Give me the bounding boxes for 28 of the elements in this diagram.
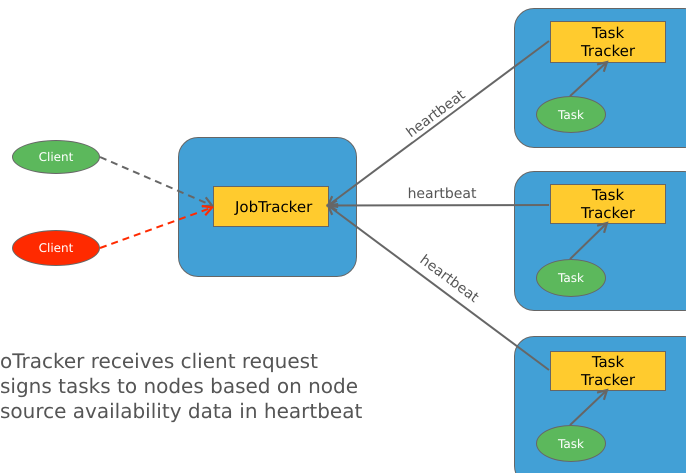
arrow <box>100 156 214 208</box>
node-box <box>514 8 686 148</box>
note-text: source availability data in heartbeat <box>0 399 362 424</box>
node-label: Task <box>557 270 585 287</box>
node-box <box>514 171 686 311</box>
node-label: Task Tracker <box>580 353 636 389</box>
note-text: signs tasks to nodes based on node <box>0 374 360 399</box>
node-label: Client <box>38 149 74 166</box>
arrow <box>100 204 214 249</box>
arrow <box>326 40 550 207</box>
process-box <box>213 186 329 227</box>
arrow <box>569 222 608 260</box>
node-label: Task Tracker <box>580 24 636 60</box>
arrow <box>569 60 608 97</box>
node-label: JobTracker <box>233 198 311 216</box>
process-box <box>550 351 666 391</box>
node-label: Task <box>557 436 585 452</box>
arrow <box>569 388 608 426</box>
arrow <box>326 204 550 371</box>
server-box <box>178 137 357 277</box>
arrow <box>326 199 549 212</box>
node-label: Task <box>557 106 585 124</box>
process-box <box>550 21 666 63</box>
process-box <box>550 184 666 224</box>
node-label: Client <box>38 240 74 257</box>
node-label: Task Tracker <box>580 186 636 222</box>
note-text: oTracker receives client request <box>0 349 319 374</box>
node-box <box>514 336 686 473</box>
